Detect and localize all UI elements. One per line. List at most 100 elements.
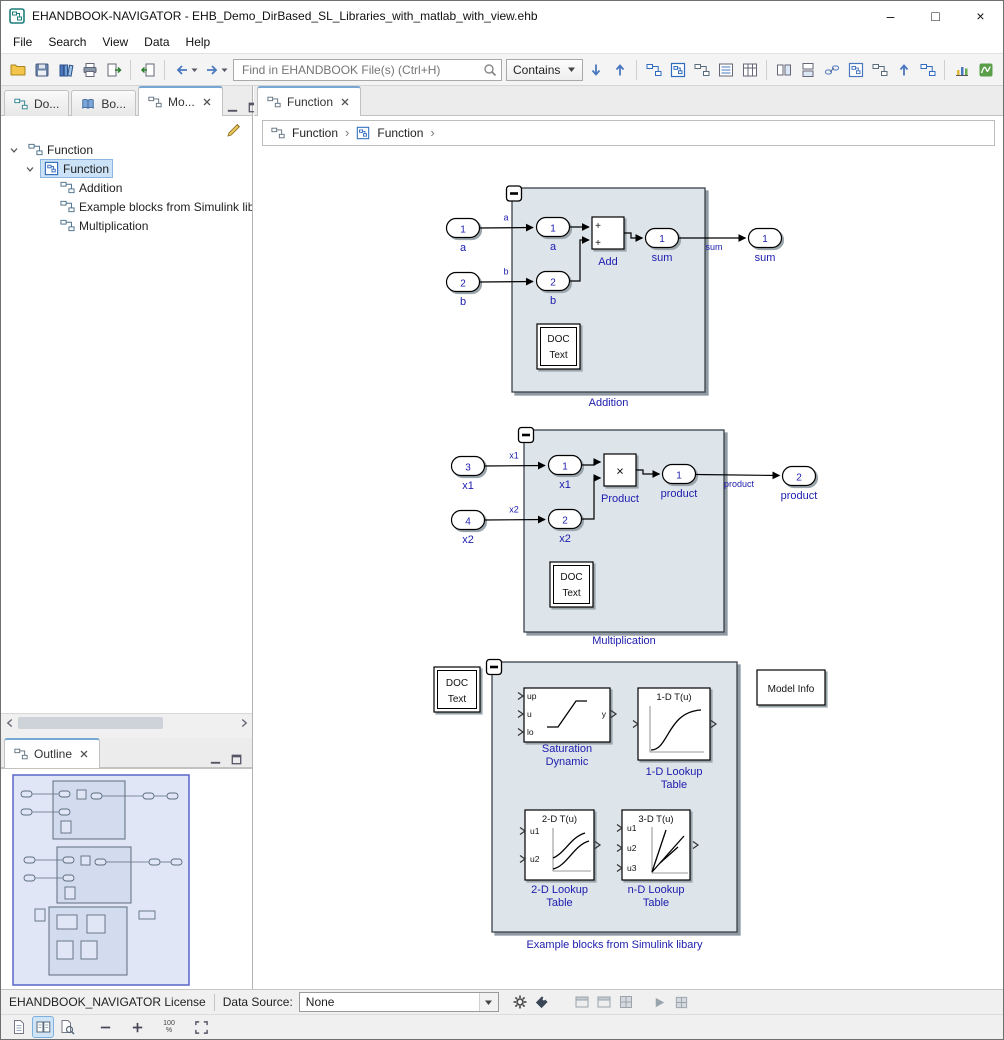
block-label[interactable]: Table	[661, 779, 687, 791]
zoom-out-button[interactable]	[95, 1017, 115, 1037]
zoom-in-button[interactable]	[127, 1017, 147, 1037]
scrollbar-thumb[interactable]	[18, 717, 163, 729]
breadcrumb-item[interactable]: Function	[292, 126, 338, 140]
export-button[interactable]	[102, 58, 125, 82]
fit-to-window-button[interactable]	[191, 1017, 211, 1037]
stop-button[interactable]	[671, 991, 693, 1013]
view-window-button[interactable]	[593, 991, 615, 1013]
block-label[interactable]: Table	[643, 897, 669, 909]
addition-subsystem[interactable]: 1 a a 1 a 2 b b 2 b + +	[447, 186, 782, 409]
close-icon[interactable]	[78, 748, 90, 760]
back-dropdown-caret[interactable]	[190, 61, 199, 79]
tree-row-root[interactable]: Function	[1, 140, 252, 159]
tree-row-model[interactable]: Function	[1, 159, 252, 178]
close-button[interactable]: ×	[958, 1, 1003, 31]
tab-documents[interactable]: Do...	[4, 90, 69, 116]
tab-outline[interactable]: Outline	[4, 738, 100, 768]
minimap-viewport[interactable]	[13, 775, 189, 985]
tab-function[interactable]: Function	[257, 86, 361, 116]
contains-dropdown[interactable]: Contains	[506, 59, 583, 81]
view-grid-button[interactable]	[615, 991, 637, 1013]
block-label[interactable]: sum	[755, 252, 776, 264]
split-vertical-button[interactable]	[796, 58, 819, 82]
collapse-button[interactable]	[507, 186, 522, 201]
menu-help[interactable]: Help	[178, 33, 219, 51]
collapse-button[interactable]	[487, 660, 502, 675]
breadcrumb-item[interactable]: Function	[377, 126, 423, 140]
forward-dropdown-caret[interactable]	[220, 61, 229, 79]
zoom-level-indicator[interactable]: 100 %	[159, 1020, 179, 1034]
save-button[interactable]	[30, 58, 53, 82]
go-to-parent-button[interactable]	[666, 58, 689, 82]
measurement-button[interactable]	[950, 58, 973, 82]
data-tag-button[interactable]	[531, 991, 553, 1013]
datasource-dropdown[interactable]: None	[299, 992, 499, 1012]
selected-tree-item[interactable]: Function	[41, 160, 112, 177]
block-label[interactable]: 2-D Lookup	[531, 884, 588, 896]
block-label[interactable]: b	[460, 296, 466, 308]
text-zoom-view-button[interactable]	[57, 1017, 77, 1037]
scrollbar-track[interactable]	[18, 715, 235, 731]
block-label[interactable]: sum	[652, 252, 673, 264]
minimize-panel-icon[interactable]	[208, 752, 223, 767]
subsystem-title[interactable]: Addition	[589, 397, 629, 409]
import-button[interactable]	[136, 58, 159, 82]
block-label[interactable]: Add	[598, 256, 618, 268]
block-label[interactable]: x1	[462, 480, 474, 492]
block-label[interactable]: x1	[559, 479, 571, 491]
block-label[interactable]: product	[781, 490, 818, 502]
previous-view-button[interactable]	[892, 58, 915, 82]
collapse-button[interactable]	[519, 428, 534, 443]
block-label[interactable]: Table	[546, 897, 572, 909]
doc-block[interactable]: DOC Text	[434, 667, 480, 712]
close-icon[interactable]	[201, 96, 213, 108]
chevron-down-icon[interactable]	[23, 162, 37, 176]
list-view-button[interactable]	[714, 58, 737, 82]
table-view-button[interactable]	[738, 58, 761, 82]
link-views-button[interactable]	[820, 58, 843, 82]
settings-button[interactable]	[509, 991, 531, 1013]
block-label[interactable]: b	[550, 295, 556, 307]
minimize-panel-icon[interactable]	[225, 100, 240, 115]
block-label[interactable]: x2	[559, 533, 571, 545]
subsystem-title[interactable]: Example blocks from Simulink libary	[526, 939, 703, 951]
tree-row-addition[interactable]: Addition	[1, 178, 252, 197]
example-blocks-subsystem[interactable]: DOC Text up	[434, 660, 825, 952]
find-next-button[interactable]	[584, 58, 607, 82]
close-icon[interactable]	[339, 96, 351, 108]
block-label[interactable]: 1-D Lookup	[646, 766, 703, 778]
minimap-canvas[interactable]	[1, 769, 249, 991]
tree-row-example-blocks[interactable]: Example blocks from Simulink lib	[1, 197, 252, 216]
menu-search[interactable]: Search	[40, 33, 94, 51]
tab-bookmarks[interactable]: Bo...	[71, 90, 136, 116]
maximize-panel-icon[interactable]	[229, 752, 244, 767]
library-button[interactable]	[54, 58, 77, 82]
outline-minimap[interactable]	[1, 768, 252, 992]
diagram-canvas[interactable]: 1 a a 1 a 2 b b 2 b + +	[254, 149, 1003, 991]
block-label[interactable]: Dynamic	[546, 756, 589, 768]
scroll-left-button[interactable]	[1, 715, 18, 731]
block-label[interactable]: a	[460, 242, 467, 254]
menu-data[interactable]: Data	[136, 33, 177, 51]
matlab-button[interactable]	[974, 58, 997, 82]
edit-pencil-icon[interactable]	[226, 122, 242, 141]
block-label[interactable]: a	[550, 241, 557, 253]
maximize-button[interactable]: □	[913, 1, 958, 31]
search-input[interactable]	[240, 62, 482, 78]
block-label[interactable]: Saturation	[542, 743, 592, 755]
tree-row-multiplication[interactable]: Multiplication	[1, 216, 252, 235]
open-subsystem-button[interactable]	[844, 58, 867, 82]
block-label[interactable]: x2	[462, 534, 474, 546]
doc-block[interactable]: DOC Text	[550, 562, 593, 607]
chevron-down-icon[interactable]	[7, 143, 21, 157]
split-horizontal-button[interactable]	[772, 58, 795, 82]
block-label[interactable]: Product	[601, 493, 639, 505]
scroll-right-button[interactable]	[235, 715, 252, 731]
multiplication-subsystem[interactable]: 3 x1 x1 1 x1 4 x2 x2 2 x2 ×	[452, 428, 818, 648]
horizontal-scrollbar[interactable]	[1, 713, 252, 731]
menu-view[interactable]: View	[94, 33, 136, 51]
model-info-block[interactable]: Model Info	[757, 670, 825, 705]
bookmark-button[interactable]	[868, 58, 891, 82]
menu-file[interactable]: File	[5, 33, 40, 51]
open-model-button[interactable]	[642, 58, 665, 82]
